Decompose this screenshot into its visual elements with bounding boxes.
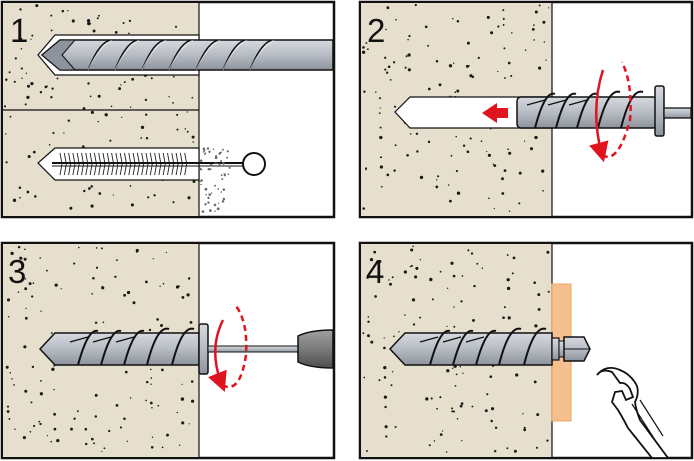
step-number: 2 xyxy=(367,12,385,49)
anchor-icon xyxy=(388,327,553,366)
concrete-speckles xyxy=(5,245,195,453)
panel-3: 3 xyxy=(0,241,336,460)
hex-bolt-icon xyxy=(551,336,591,362)
step-number: 1 xyxy=(10,12,28,49)
wrench-icon xyxy=(596,366,670,459)
push-arrow-icon xyxy=(482,103,508,123)
cleaning-brush-icon xyxy=(52,152,266,176)
drill-bit-icon xyxy=(40,39,334,71)
rotation-arrow-icon xyxy=(208,305,248,392)
step-number: 3 xyxy=(8,253,26,290)
panel-2: 2 xyxy=(358,0,694,219)
panel-1: 1 xyxy=(0,0,336,219)
dust-particles xyxy=(198,147,231,213)
screwdriver-icon xyxy=(207,329,334,369)
anchor-icon xyxy=(516,85,692,137)
anchor-icon xyxy=(38,323,209,375)
rotation-arrow-icon xyxy=(589,61,632,163)
step-number: 4 xyxy=(366,253,384,290)
panel-4: 4 xyxy=(358,241,694,460)
